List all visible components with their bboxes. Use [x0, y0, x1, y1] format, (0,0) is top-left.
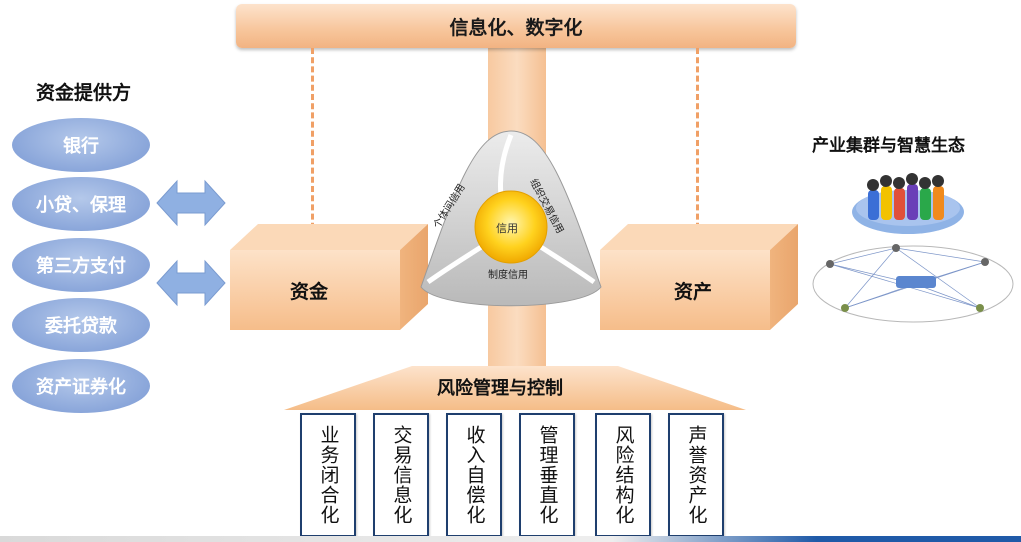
funder-microloan: 小贷、保理: [12, 177, 150, 231]
funds-box: [230, 224, 428, 330]
column-reputation-assets: 声誉资产化: [668, 413, 724, 537]
column-vertical-management: 管理垂直化: [519, 413, 575, 537]
funder-third-party-payment: 第三方支付: [12, 238, 150, 292]
credit-triad: [420, 130, 602, 307]
column-business-closure: 业务闭合化: [300, 413, 356, 537]
double-arrow-icon: [156, 259, 226, 307]
credit-core-label: 信用: [496, 222, 518, 235]
risk-management-title: 风险管理与控制: [437, 378, 563, 399]
funds-connector: [311, 48, 314, 238]
digitalization-banner: 信息化、数字化: [236, 4, 796, 48]
people-group-icon: [852, 173, 964, 234]
funders-title: 资金提供方: [36, 82, 132, 104]
funds-label: 资金: [290, 281, 329, 303]
institutional-credit-label: 制度信用: [488, 270, 528, 281]
funder-entrusted-loan: 委托贷款: [12, 298, 150, 352]
ecosystem-network-diagram: [812, 244, 1014, 323]
banner-title: 信息化、数字化: [449, 16, 583, 39]
assets-box: [600, 224, 798, 330]
funder-securitization: 资产证券化: [12, 359, 150, 413]
risk-management-header: [284, 366, 746, 410]
assets-label: 资产: [674, 281, 713, 303]
double-arrow-icon: [156, 179, 226, 227]
assets-connector: [696, 48, 699, 238]
column-self-liquidating: 收入自偿化: [446, 413, 502, 537]
column-transaction-info: 交易信息化: [373, 413, 429, 537]
funder-bank: 银行: [12, 118, 150, 172]
cluster-title: 产业集群与智慧生态: [812, 136, 965, 156]
footer-strip: [0, 536, 1021, 542]
column-risk-structuring: 风险结构化: [595, 413, 651, 537]
